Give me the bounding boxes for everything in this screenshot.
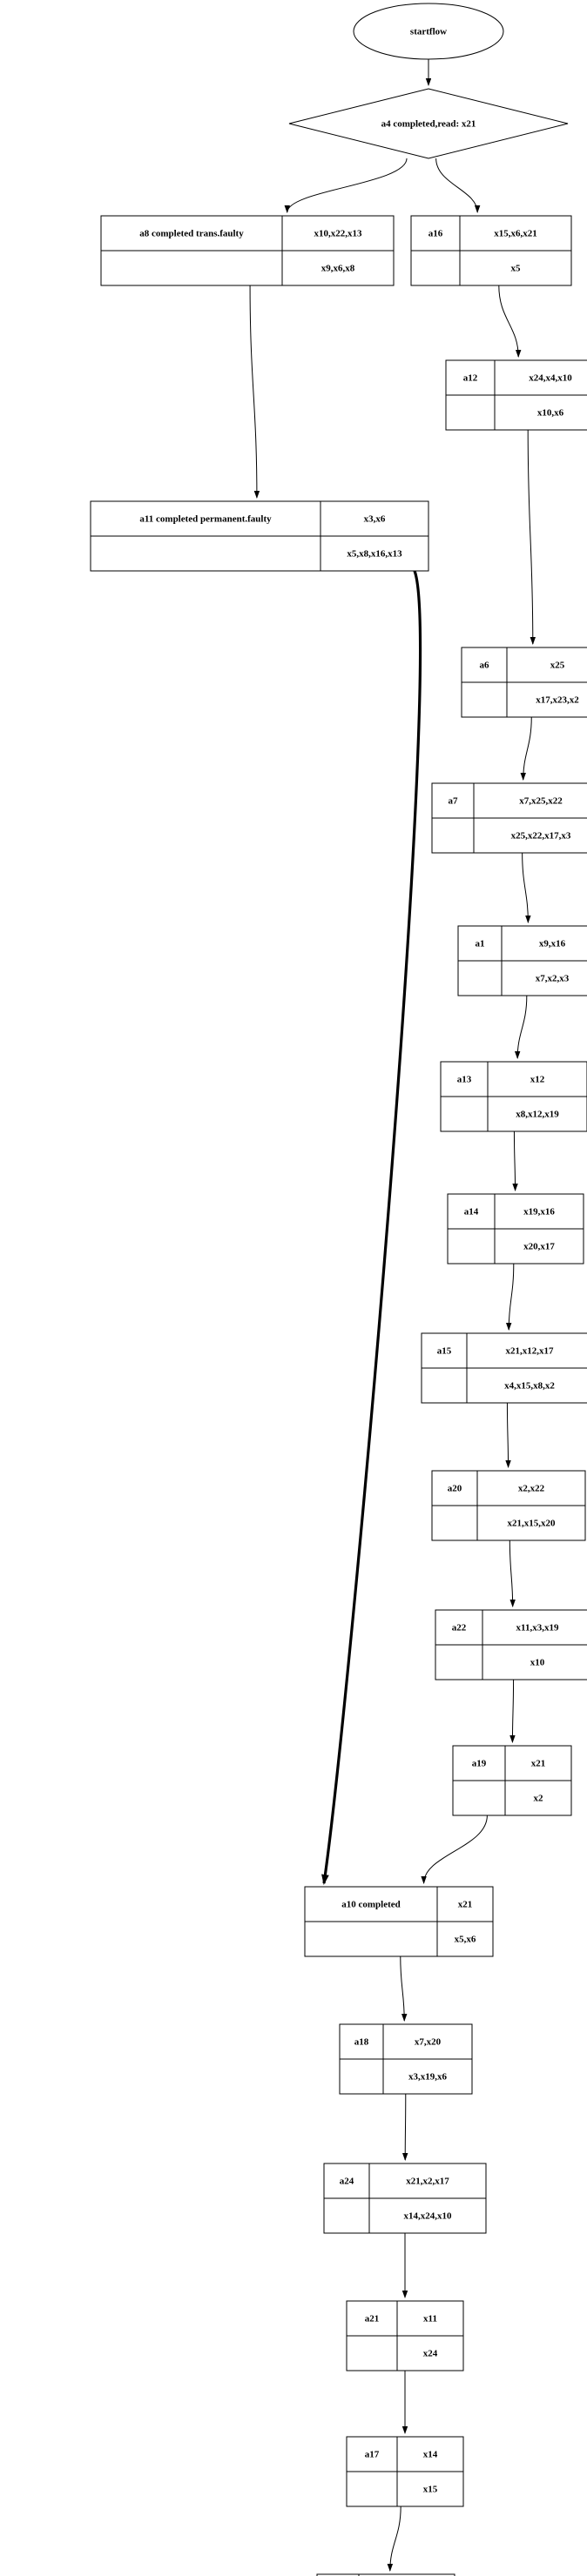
node-a6[interactable]: a6 x25 x17,x23,x2	[461, 647, 587, 718]
node-a8[interactable]: a8 completed trans.faulty x10,x22,x13 x9,x…	[100, 215, 395, 286]
node-a17[interactable]: a17 x14 x15	[346, 2436, 464, 2507]
node-a16[interactable]: a16 x15,x6,x21 x5	[410, 215, 572, 286]
edge-a4-to-a16	[435, 158, 481, 213]
node-left-label: a18	[354, 2037, 369, 2048]
edge-a8-to-a11	[249, 285, 260, 499]
node-right-top: x21	[531, 1759, 546, 1769]
node-right-top: x10,x22,x13	[314, 229, 363, 239]
node-a11[interactable]: a11 completed permanent.faulty x3,x6 x5,x8…	[90, 500, 429, 572]
node-right-bottom: x9,x6,x8	[321, 264, 355, 274]
node-right-bottom: x4,x15,x8,x2	[504, 1381, 555, 1392]
node-a10[interactable]: a10 completed x21 x5,x6	[304, 1886, 494, 1957]
node-left-label: a1	[476, 939, 485, 949]
node-right-top: x15,x6,x21	[494, 229, 537, 239]
node-left-label: a15	[437, 1346, 452, 1357]
edge-a4-to-a8	[284, 158, 408, 213]
edge-a18-to-a24	[402, 2093, 408, 2161]
node-a19[interactable]: a19 x21 x2	[452, 1745, 572, 1816]
edge-a13-to-a14	[512, 1130, 518, 1191]
node-right-top: x7,x25,x22	[519, 796, 563, 807]
node-right-top: x21	[458, 1900, 473, 1910]
node-a21[interactable]: a21 x11 x24	[346, 2300, 464, 2371]
node-right-bottom: x21,x15,x20	[508, 1519, 557, 1529]
edge-layer	[249, 58, 536, 2572]
node-right-bottom: x8,x12,x19	[516, 1110, 559, 1120]
node-left-label: a6	[480, 661, 490, 671]
node-a12[interactable]: a12 x24,x4,x10 x10,x6	[445, 359, 587, 431]
edge-a16-to-a12	[498, 285, 522, 358]
node-left-label: a12	[463, 373, 478, 384]
node-left-label: a22	[452, 1623, 467, 1633]
node-a4[interactable]: a4 completed,read: x21	[288, 88, 569, 159]
edge-a22-to-a19	[509, 1679, 516, 1743]
node-left-label: a13	[457, 1075, 472, 1085]
node-left-label: a24	[340, 2177, 354, 2187]
node-right-top: x11,x3,x19	[516, 1623, 559, 1633]
node-right-top: x24,x4,x10	[529, 373, 572, 384]
node-right-top: x12	[530, 1075, 545, 1085]
node-left-label: a17	[365, 2450, 380, 2460]
node-right-bottom: x10,x6	[537, 408, 564, 419]
edge-a11-to-a10	[321, 570, 422, 1885]
edge-a20-to-a22	[509, 1540, 516, 1607]
node-right-bottom: x25,x22,x17,x3	[511, 831, 571, 842]
node-right-top: x2,x22	[518, 1484, 545, 1494]
node-left-label: a11 completed permanent.faulty	[139, 514, 272, 525]
node-right-bottom: x7,x2,x3	[536, 974, 570, 984]
node-layer: startflow a4 completed,read: x21 a8 comple…	[90, 3, 587, 2576]
node-right-bottom: x2	[534, 1794, 544, 1804]
node-a22[interactable]: a22 x11,x3,x19 x10	[435, 1609, 587, 1680]
node-left-label: a14	[464, 1207, 479, 1218]
node-left-label: a20	[448, 1484, 462, 1494]
node-left-label: a21	[365, 2314, 380, 2324]
node-right-top: x7,x20	[415, 2037, 442, 2048]
node-label: a4 completed,read: x21	[381, 119, 476, 130]
node-right-bottom: x5,x8,x16,x13	[347, 549, 402, 560]
node-right-bottom: x20,x17	[523, 1242, 555, 1252]
node-right-bottom: x17,x23,x2	[536, 695, 579, 706]
node-right-top: x19,x16	[523, 1207, 555, 1218]
node-a14[interactable]: a14 x19,x16 x20,x17	[447, 1193, 584, 1265]
node-left-label: a10 completed	[341, 1900, 401, 1910]
node-a7[interactable]: a7 x7,x25,x22 x25,x22,x17,x3	[431, 782, 587, 854]
edge-a12-to-a6	[527, 429, 536, 645]
node-a13[interactable]: a13 x12 x8,x12,x19	[440, 1061, 587, 1132]
node-left-label: a19	[472, 1759, 487, 1769]
node-left-label: a7	[449, 796, 459, 807]
edge-a1-to-a13	[514, 995, 528, 1059]
edge-a10-to-a18	[400, 1955, 408, 2022]
node-right-bottom: x24	[423, 2349, 438, 2359]
node-right-top: x25	[550, 661, 565, 671]
node-right-top: x14	[423, 2450, 438, 2460]
node-right-bottom: x5	[511, 264, 522, 274]
node-right-top: x21,x2,x17	[406, 2177, 449, 2187]
node-right-bottom: x3,x19,x6	[408, 2072, 448, 2083]
node-right-top: x11	[423, 2314, 437, 2324]
node-a24[interactable]: a24 x21,x2,x17 x14,x24,x10	[323, 2163, 487, 2234]
node-a18[interactable]: a18 x7,x20 x3,x19,x6	[339, 2023, 473, 2095]
node-right-bottom: x5,x6	[455, 1935, 476, 1945]
node-left-label: a16	[428, 229, 443, 239]
edge-a6-to-a7	[520, 716, 532, 781]
edge-a14-to-a15	[506, 1263, 515, 1331]
node-startflow[interactable]: startflow	[353, 3, 504, 60]
node-right-top: x9,x16	[539, 939, 566, 949]
node-a3[interactable]: a3x23,x18,x11x17	[316, 2573, 455, 2576]
edge-a17-to-a3	[387, 2506, 401, 2572]
edge-a15-to-a20	[505, 1402, 511, 1468]
node-left-label: a8 completed trans.faulty	[139, 229, 244, 239]
node-a1[interactable]: a1 x9,x16 x7,x2,x3	[457, 925, 587, 996]
node-right-top: x21,x12,x17	[506, 1346, 555, 1357]
node-label: startflow	[410, 27, 447, 37]
edge-a7-to-a1	[522, 852, 531, 923]
edge-a19-to-a10	[421, 1815, 488, 1884]
node-right-bottom: x14,x24,x10	[404, 2211, 453, 2222]
node-a20[interactable]: a20 x2,x22 x21,x15,x20	[431, 1470, 586, 1541]
node-right-bottom: x15	[423, 2485, 438, 2495]
node-right-bottom: x10	[530, 1658, 545, 1668]
node-a15[interactable]: a15 x21,x12,x17 x4,x15,x8,x2	[421, 1332, 587, 1404]
node-right-top: x3,x6	[364, 514, 386, 525]
